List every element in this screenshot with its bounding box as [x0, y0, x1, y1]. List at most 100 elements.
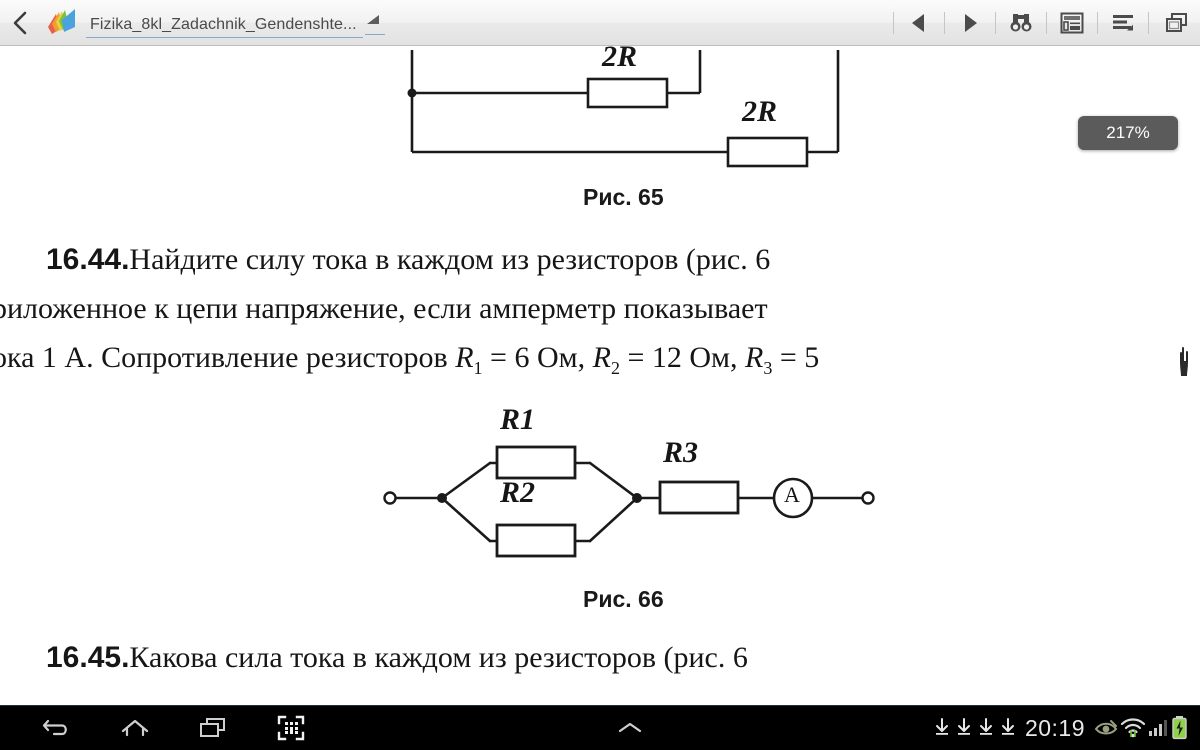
- download-arrow-icon: [935, 718, 948, 735]
- hand-pointer-icon: [1180, 346, 1188, 376]
- download-arrow-icon: [957, 718, 970, 735]
- terminal-left: [383, 491, 397, 505]
- problem-16-44: 16.44.Найдите силу тока в каждом из рези…: [46, 243, 770, 277]
- screenshot-brackets-icon: [277, 715, 305, 741]
- battery-charging-icon: [1172, 716, 1187, 740]
- problem-16-44-line3: ока 1 А. Сопротивление резисторов R1 = 6…: [0, 341, 819, 379]
- nav-expand-button[interactable]: [591, 706, 669, 750]
- resistor-r3: [658, 480, 740, 515]
- text-reflow-button[interactable]: [1100, 0, 1146, 46]
- battery-indicator: [1170, 715, 1190, 741]
- r2-subscript: 2: [610, 358, 620, 378]
- mouse-cursor: [1178, 346, 1198, 376]
- android-navigation-bar: 20:19: [0, 705, 1200, 750]
- r2-value: = 12 Ом,: [619, 341, 746, 374]
- triangle-left-icon: [912, 13, 924, 32]
- status-clock: 20:19: [1024, 714, 1085, 741]
- download-icon-1: [931, 716, 953, 740]
- wifi-indicator: [1120, 716, 1146, 740]
- cascade-windows-icon: [1166, 12, 1187, 32]
- r1-value: = 6 Ом,: [482, 341, 593, 374]
- r1-symbol: R: [455, 341, 474, 374]
- search-button[interactable]: [998, 0, 1044, 46]
- app-toolbar: Fizika_8kl_Zadachnik_Gendenshte...: [0, 0, 1200, 46]
- ammeter-circle: [772, 477, 814, 519]
- document-page[interactable]: 2R 2R Рис. 65 16.44.Найдите силу тока в …: [0, 46, 1200, 705]
- resistor-2r-bottom: [726, 136, 809, 168]
- signal-bars-icon: [1149, 720, 1167, 736]
- figure-65-label-2r-top: 2R: [602, 46, 638, 73]
- nav-screenshot-button[interactable]: [252, 706, 330, 750]
- toolbar-divider: [1046, 11, 1047, 34]
- download-arrow-icon: [1001, 718, 1014, 735]
- triangle-right-icon: [965, 13, 977, 32]
- r3-value: = 5: [772, 341, 820, 374]
- signal-indicator: [1146, 716, 1170, 740]
- r1-subscript: 1: [473, 358, 483, 378]
- eye-smart-stay-icon: [1094, 720, 1118, 735]
- r2-symbol: R: [592, 341, 611, 374]
- toolbar-actions: [891, 0, 1200, 46]
- toolbar-divider: [995, 11, 996, 34]
- next-page-button[interactable]: [947, 0, 993, 46]
- figure-66-label-r2: R2: [500, 476, 536, 509]
- binoculars-icon: [1010, 13, 1032, 31]
- home-icon: [121, 719, 149, 737]
- problem-16-44-line1: Найдите силу тока в каждом из резисторов…: [129, 243, 771, 276]
- resistor-2r-top: [586, 77, 669, 109]
- figure-65-label-2r-bottom: 2R: [742, 95, 778, 128]
- chevron-up-icon: [619, 722, 642, 733]
- nav-recents-button[interactable]: [174, 706, 252, 750]
- toolbar-divider: [944, 11, 945, 34]
- figure-66-caption: Рис. 66: [583, 586, 664, 612]
- problem-number-16-44: 16.44.: [46, 243, 130, 276]
- problem-number-16-45: 16.45.: [46, 641, 130, 674]
- figure-65-caption: Рис. 65: [583, 184, 664, 210]
- figure-65-circuit: [407, 50, 840, 168]
- junction-dot: [407, 88, 417, 98]
- junction-dot-left: [437, 493, 447, 503]
- ammeter-label: A: [784, 482, 800, 507]
- problem-16-45-text: Какова сила тока в каждом из резисторов …: [129, 641, 748, 674]
- status-icons-group: 20:19: [931, 715, 1190, 742]
- zoom-level-badge: 217%: [1078, 116, 1178, 150]
- document-reader-logo: [40, 0, 82, 46]
- download-arrow-icon: [979, 718, 992, 735]
- back-button[interactable]: [0, 0, 40, 46]
- download-icon-4: [997, 716, 1019, 740]
- document-title-dropdown[interactable]: Fizika_8kl_Zadachnik_Gendenshte...: [86, 0, 385, 46]
- wifi-icon: [1120, 718, 1146, 738]
- resistor-r1: [495, 445, 577, 480]
- figure-66-circuit: [383, 445, 875, 558]
- nav-home-button[interactable]: [96, 706, 174, 750]
- previous-page-button[interactable]: [896, 0, 942, 46]
- outline-panel-icon: [1060, 12, 1084, 33]
- smart-stay-indicator: [1094, 716, 1120, 740]
- problem-16-44-line2: риложенное к цепи напряжение, если ампер…: [0, 292, 768, 325]
- back-arrow-icon: [42, 719, 67, 736]
- figure-66-label-r1: R1: [500, 403, 536, 436]
- nav-back-button[interactable]: [18, 706, 96, 750]
- download-icon-3: [975, 716, 997, 740]
- document-title: Fizika_8kl_Zadachnik_Gendenshte...: [86, 16, 363, 38]
- line3-text-a: ока 1 А. Сопротивление резисторов: [0, 341, 456, 374]
- figure-66-label-r3: R3: [663, 436, 699, 469]
- window-mode-button[interactable]: [1154, 0, 1200, 46]
- toolbar-divider: [1148, 11, 1149, 34]
- horizontal-scrollbar-track[interactable]: [0, 686, 1200, 700]
- nav-center-group: [330, 706, 931, 750]
- text-lines-icon: [1113, 14, 1133, 30]
- outline-button[interactable]: [1049, 0, 1095, 46]
- dropdown-caret: [364, 13, 385, 35]
- chevron-left-icon: [13, 11, 27, 34]
- r3-subscript: 3: [763, 358, 773, 378]
- nav-buttons-group: [18, 706, 330, 750]
- toolbar-divider: [1097, 11, 1098, 34]
- toolbar-divider: [893, 11, 894, 34]
- triangle-down-icon: [366, 14, 379, 24]
- download-icon-2: [953, 716, 975, 740]
- recents-icon: [200, 718, 225, 737]
- junction-dot-right: [632, 493, 642, 503]
- r3-symbol: R: [745, 341, 764, 374]
